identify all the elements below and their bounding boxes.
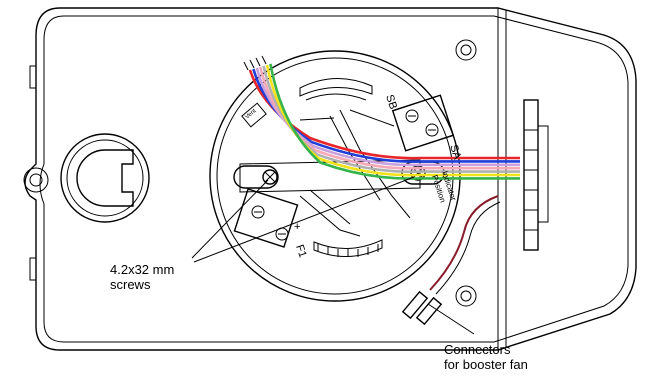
connector-strip (523, 99, 539, 251)
sb-label: SB (383, 93, 399, 111)
mounting-hole-bottom (455, 285, 477, 307)
connectors-label-line1: Connectors (444, 342, 511, 357)
wire-7 (269, 63, 520, 180)
connectors-label: Connectors for booster fan (444, 342, 528, 372)
terminal-screw-f1-1 (251, 205, 265, 219)
booster-wire-1 (429, 195, 499, 291)
mounting-hole-top-inner (460, 44, 472, 56)
terminal-block-f1 (233, 188, 299, 248)
terminal-screw-sb-1 (405, 109, 419, 123)
terminal-screw-sb-2 (425, 123, 439, 137)
wire-5 (262, 65, 520, 174)
wire-bundle (248, 63, 520, 180)
center-bracket (239, 159, 421, 193)
knockout-inner (66, 139, 144, 217)
wire-2 (252, 68, 520, 163)
leader-screw-right (193, 176, 415, 263)
side-clip-top (29, 65, 37, 89)
slot-ridges (317, 244, 379, 257)
wire-ends (243, 55, 267, 71)
wire-4 (258, 66, 520, 170)
screws-label-line2: screws (110, 277, 151, 292)
f1-label: F1 (293, 243, 308, 259)
housing-outline (24, 7, 637, 351)
wire-1 (248, 69, 520, 160)
leader-screw-left (191, 179, 269, 259)
knockout-outer (60, 133, 150, 223)
connector-strip-inner (537, 125, 549, 223)
screw-left (262, 169, 278, 185)
knockout-slot (76, 149, 134, 207)
curved-slot-top-2 (305, 93, 367, 101)
leader-connectors (427, 303, 475, 335)
booster-wire-2 (435, 201, 501, 295)
housing-inner-outline (39, 15, 629, 343)
side-clip-bottom (29, 257, 37, 281)
connectors-label-line2: for booster fan (444, 357, 528, 372)
sa-label: SA (447, 143, 463, 161)
vent-box (241, 102, 267, 128)
screws-label: 4.2x32 mm screws (110, 262, 174, 292)
connector-strip-ribs (524, 129, 538, 231)
vent-label: Vent (244, 108, 257, 121)
booster-connectors (401, 290, 443, 326)
hanging-hole (23, 167, 49, 193)
wire-3 (255, 67, 520, 167)
mounting-hole-top (455, 39, 477, 61)
plus-label: + (294, 221, 300, 233)
mounting-hole-bottom-inner (460, 290, 472, 302)
terminal-block-sb (391, 94, 455, 152)
wire-6 (265, 64, 520, 177)
curved-slot-top (299, 77, 373, 97)
hanging-hole-inner (29, 173, 43, 187)
screws-label-line1: 4.2x32 mm (110, 262, 175, 277)
screw-slot-left (233, 165, 279, 189)
curved-slot-bottom (313, 239, 383, 258)
